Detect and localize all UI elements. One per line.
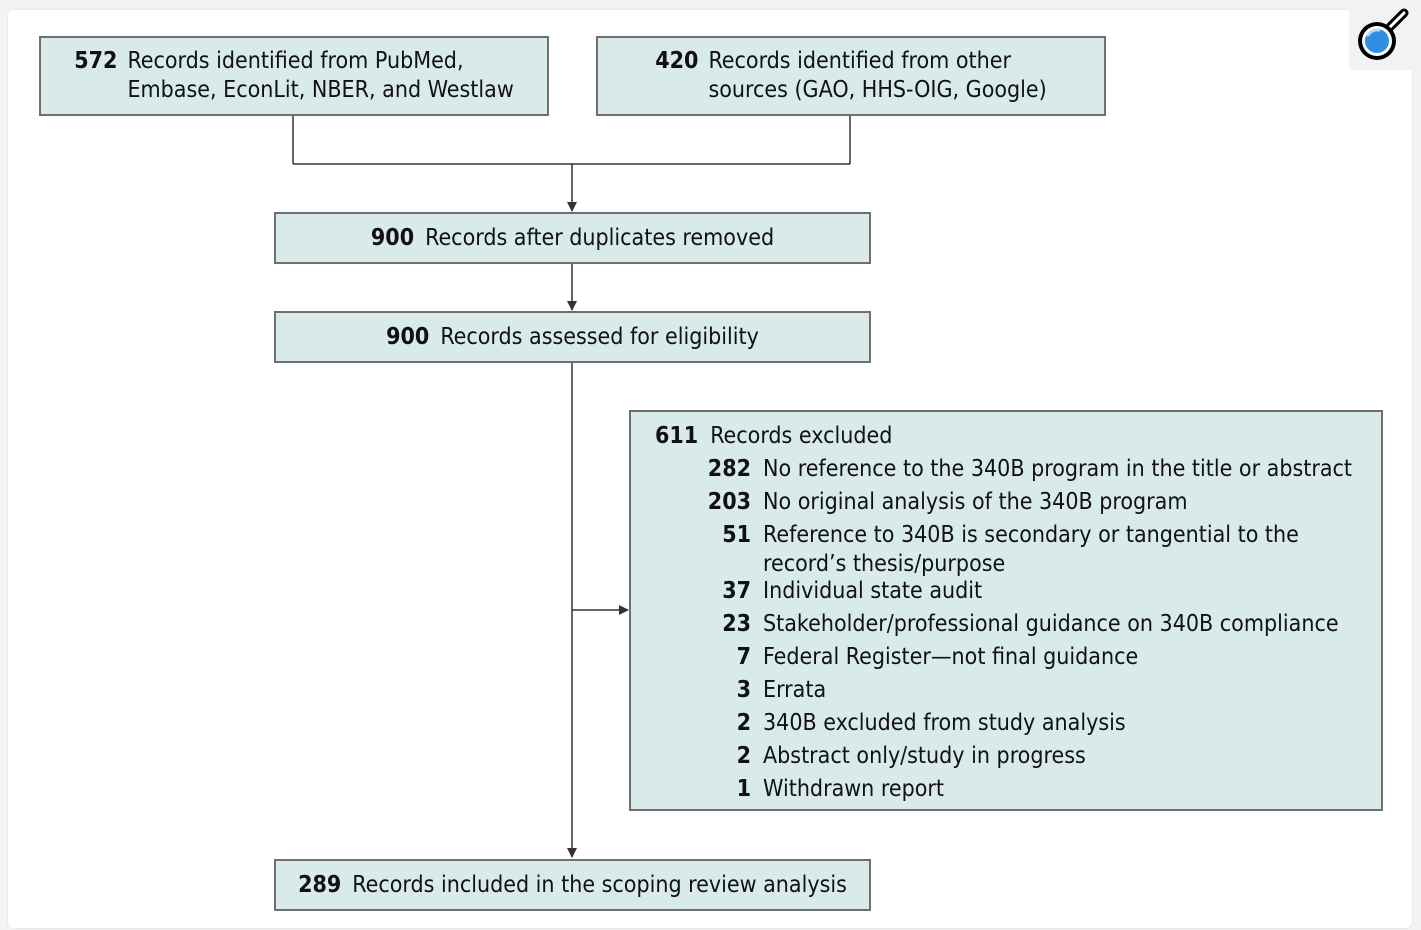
excluded-header: 611 Records excluded xyxy=(655,422,1381,455)
reason-text: Federal Register—not final guidance xyxy=(763,644,1139,670)
reason-count: 7 xyxy=(736,644,751,670)
other-text-line2: sources (GAO, HHS-OIG, Google) xyxy=(708,77,1047,103)
assessed-count: 900 xyxy=(386,323,430,350)
reason-text: No reference to the 340B program in the … xyxy=(763,456,1353,482)
reason-count: 203 xyxy=(707,489,751,515)
reason-text: Individual state audit xyxy=(763,578,983,604)
box-records-excluded: 611 Records excluded 282 No reference to… xyxy=(629,410,1383,811)
exclusion-reason-row: 23 Stakeholder/professional guidance on … xyxy=(655,610,1381,643)
exclusion-reason-row: 3 Errata xyxy=(655,676,1381,709)
box-assessed-eligibility: 900 Records assessed for eligibility xyxy=(274,311,871,363)
exclusion-reason-row: 203 No original analysis of the 340B pro… xyxy=(655,488,1381,521)
exclusion-reason-row: 37 Individual state audit xyxy=(655,577,1381,610)
reason-text: Errata xyxy=(763,677,827,703)
reason-count: 23 xyxy=(722,611,751,637)
pubmed-text-line1: Records identified from PubMed, xyxy=(127,48,464,74)
included-count: 289 xyxy=(298,871,342,898)
duplicates-text: Records after duplicates removed xyxy=(425,224,775,251)
other-text: Records identified from other sources (G… xyxy=(708,47,1046,114)
exclusion-reason-row: 1 Withdrawn report xyxy=(655,775,1381,808)
assessed-text: Records assessed for eligibility xyxy=(440,323,759,350)
duplicates-count: 900 xyxy=(370,224,415,251)
reason-text: Reference to 340B is secondary or tangen… xyxy=(763,522,1299,577)
pubmed-count: 572 xyxy=(74,48,118,74)
reason-count: 1 xyxy=(736,776,751,802)
other-text-line1: Records identified from other xyxy=(708,48,1012,74)
reason-text: Withdrawn report xyxy=(763,776,945,802)
reason-count: 3 xyxy=(736,677,751,703)
box-duplicates-removed: 900 Records after duplicates removed xyxy=(274,212,871,264)
exclusion-reason-row: 2 Abstract only/study in progress xyxy=(655,742,1381,775)
excluded-title: Records excluded xyxy=(710,423,893,449)
other-count: 420 xyxy=(655,48,699,74)
reason-text: No original analysis of the 340B program xyxy=(763,489,1188,515)
magnifier-icon xyxy=(1358,8,1409,60)
box-pubmed-records: 572 Records identified from PubMed, Emba… xyxy=(39,36,549,116)
exclusion-reason-row: 51 Reference to 340B is secondary or tan… xyxy=(655,521,1381,577)
box-other-records: 420 Records identified from other source… xyxy=(596,36,1106,116)
exclusion-reason-row: 282 No reference to the 340B program in … xyxy=(655,455,1381,488)
reason-count: 37 xyxy=(722,578,751,604)
box-records-included: 289 Records included in the scoping revi… xyxy=(274,859,871,911)
included-text: Records included in the scoping review a… xyxy=(352,871,847,898)
reason-text: Abstract only/study in progress xyxy=(763,743,1086,769)
excluded-count: 611 xyxy=(655,423,699,449)
reason-count: 51 xyxy=(722,522,751,548)
reason-text: Stakeholder/professional guidance on 340… xyxy=(763,611,1339,637)
exclusion-reason-row: 7 Federal Register—not final guidance xyxy=(655,643,1381,676)
pubmed-text-line2: Embase, EconLit, NBER, and Westlaw xyxy=(127,77,514,103)
pubmed-text: Records identified from PubMed, Embase, … xyxy=(127,47,513,114)
reason-count: 2 xyxy=(736,710,751,736)
exclusion-reason-row: 2 340B excluded from study analysis xyxy=(655,709,1381,742)
reason-count: 2 xyxy=(736,743,751,769)
zoom-button[interactable] xyxy=(1349,4,1415,70)
reason-count: 282 xyxy=(707,456,751,482)
reason-text: 340B excluded from study analysis xyxy=(763,710,1126,736)
